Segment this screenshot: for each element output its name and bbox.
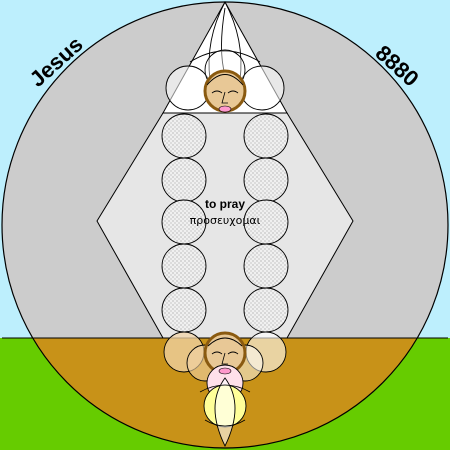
top-face <box>203 69 247 113</box>
top-face-lips <box>218 105 232 113</box>
center-subtitle: προσευχομαι <box>190 214 261 227</box>
bottom-face-cluster <box>163 331 287 448</box>
center-title: to pray <box>205 197 245 211</box>
bottom-face-lips <box>218 367 232 375</box>
left-circle-column <box>161 113 207 333</box>
central-hexagon <box>96 112 354 339</box>
top-face-cluster <box>165 49 285 113</box>
right-circle-column <box>243 113 289 333</box>
